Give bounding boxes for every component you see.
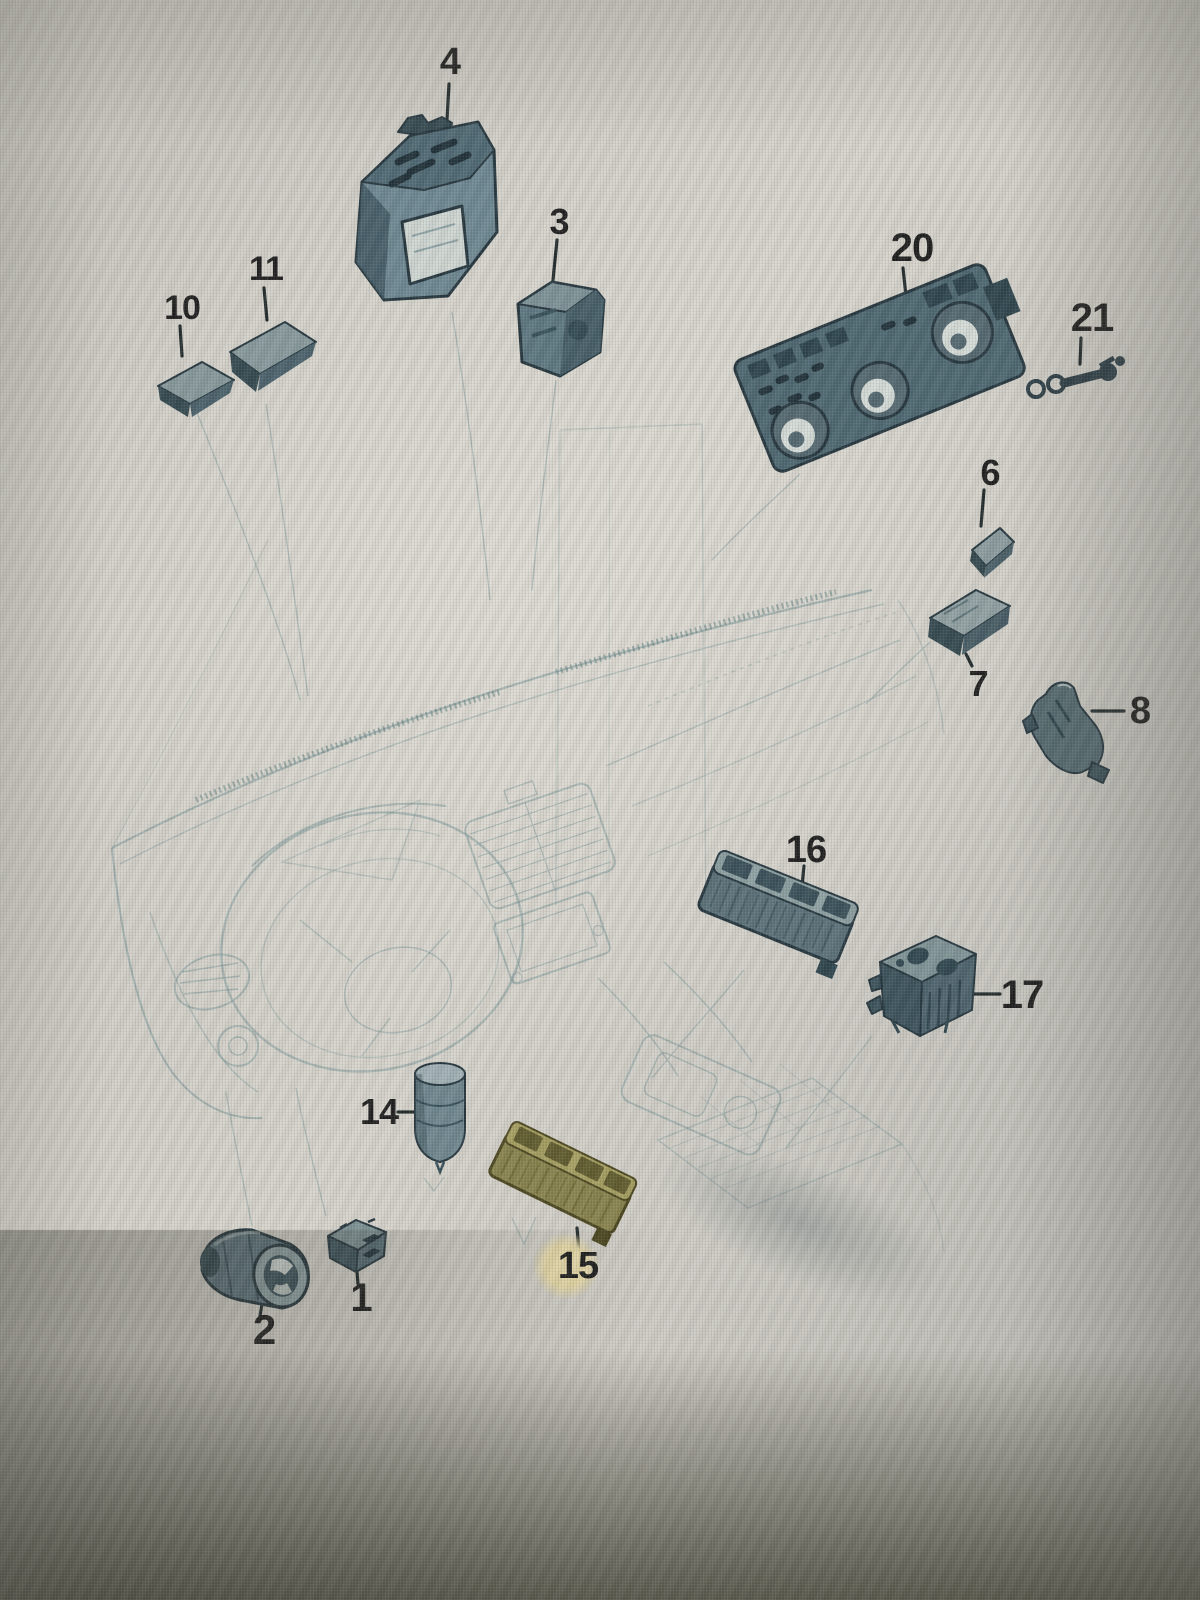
reference-lines: [195, 311, 931, 1246]
callout-8-label[interactable]: 8: [1130, 690, 1151, 732]
callout-17-label[interactable]: 17: [1001, 973, 1045, 1017]
knob-icon: [850, 360, 910, 420]
part-3-switch[interactable]: [516, 280, 606, 378]
knob-icon: [930, 300, 994, 364]
callout-21-label[interactable]: 21: [1071, 296, 1115, 340]
part-8-sensor[interactable]: [1022, 681, 1110, 784]
part-1-switch[interactable]: [327, 1217, 387, 1273]
callout-2-label[interactable]: 2: [253, 1306, 276, 1353]
part-6-blanking-plate[interactable]: [970, 527, 1015, 578]
callout-15-label[interactable]: 15: [558, 1245, 600, 1287]
part-10-sensor-cover[interactable]: [157, 361, 235, 417]
callout-labels: 4 10 11 3 20 21 6 7 8 16 17 14 15 1 2: [164, 41, 1151, 1353]
callout-14-label[interactable]: 14: [360, 1091, 400, 1132]
part-21-bulb[interactable]: [1026, 355, 1125, 399]
part-16-switch-bank[interactable]: [691, 849, 862, 980]
callout-3-label[interactable]: 3: [549, 201, 569, 242]
part-14-lighter-knob[interactable]: [414, 1062, 466, 1176]
callout-7-label[interactable]: 7: [968, 663, 988, 704]
callout-1-label[interactable]: 1: [350, 1276, 373, 1320]
callout-11-label[interactable]: 11: [249, 250, 284, 288]
part-20-climate-control[interactable]: [732, 255, 1043, 474]
callout-4-label[interactable]: 4: [440, 41, 462, 83]
callout-10-label[interactable]: 10: [164, 289, 201, 327]
callout-16-label[interactable]: 16: [786, 829, 827, 871]
knob-icon: [770, 400, 830, 460]
part-11-sensor-cover[interactable]: [229, 321, 317, 392]
part-2-barrel-switch[interactable]: [200, 1228, 314, 1312]
part-7-module[interactable]: [928, 589, 1011, 656]
callout-20-label[interactable]: 20: [891, 226, 935, 270]
panel-buttons: [747, 272, 979, 415]
part-17-switch-block[interactable]: [866, 935, 977, 1037]
callout-6-label[interactable]: 6: [980, 452, 1000, 493]
part-4-display-module[interactable]: [354, 114, 499, 302]
